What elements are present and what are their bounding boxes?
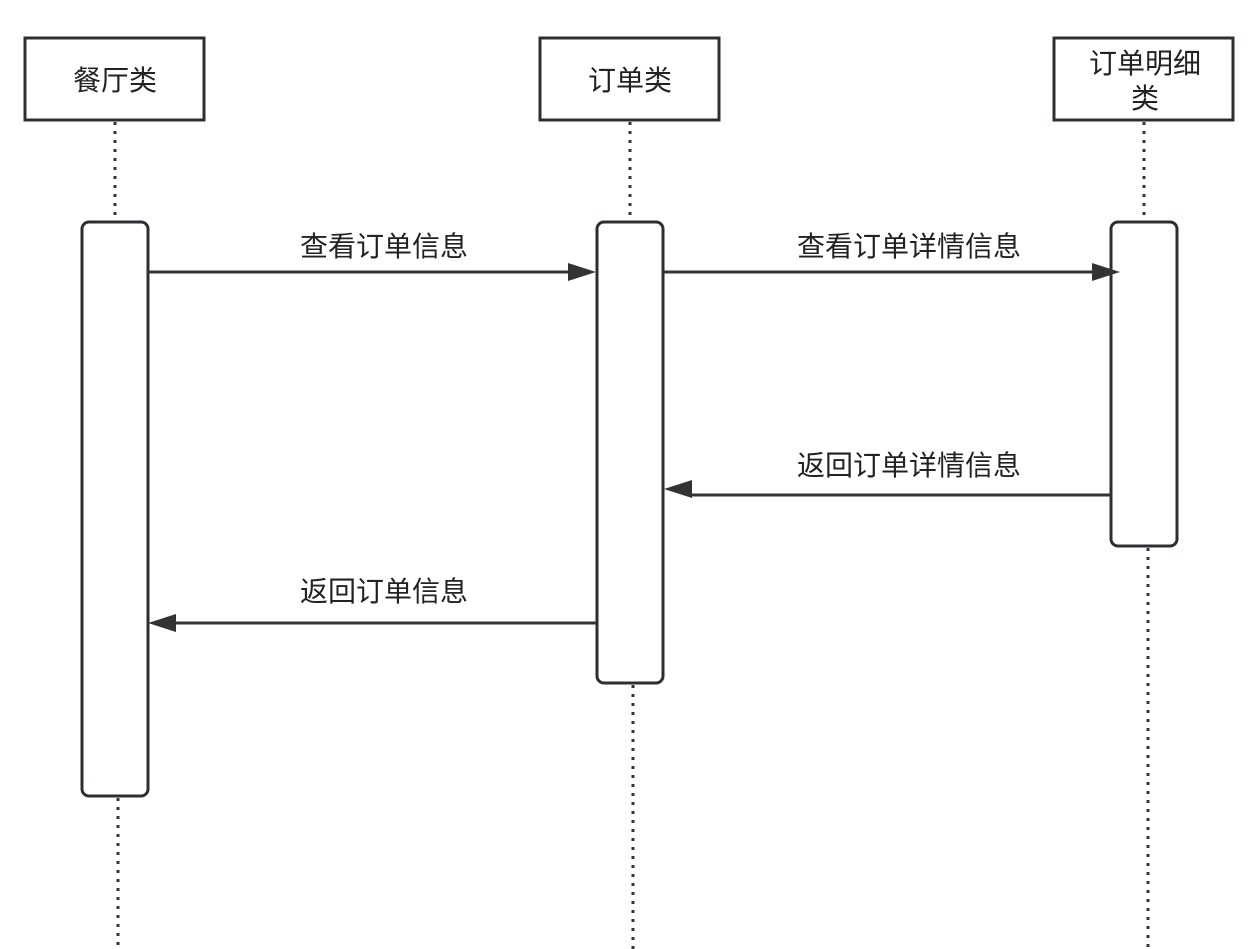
arrowhead-icon — [1092, 263, 1120, 281]
activation-order-detail — [1109, 220, 1179, 548]
arrowhead-icon — [568, 263, 596, 281]
participant-label-line2: 类 — [1131, 82, 1159, 115]
participant-label-line1: 订单明细 — [1089, 47, 1201, 80]
arrowhead-icon — [664, 480, 692, 498]
message-label: 查看订单信息 — [300, 230, 468, 263]
message-return-order-info[interactable]: 返回订单信息 — [148, 575, 597, 632]
message-label: 返回订单信息 — [300, 575, 468, 608]
message-return-order-detail[interactable]: 返回订单详情信息 — [664, 449, 1111, 498]
message-view-order-info[interactable]: 查看订单信息 — [148, 230, 596, 281]
participant-label: 订单类 — [588, 64, 672, 97]
message-label: 返回订单详情信息 — [797, 449, 1021, 482]
arrowhead-icon — [148, 614, 176, 632]
participant-restaurant[interactable]: 餐厅类 — [23, 36, 206, 122]
message-label: 查看订单详情信息 — [797, 230, 1021, 263]
activation-order — [595, 220, 665, 685]
message-view-order-detail[interactable]: 查看订单详情信息 — [663, 230, 1120, 281]
participant-order[interactable]: 订单类 — [538, 36, 721, 122]
participant-label: 餐厅类 — [73, 64, 157, 97]
activation-restaurant — [80, 220, 150, 798]
participant-order-detail[interactable]: 订单明细 类 — [1052, 36, 1235, 122]
